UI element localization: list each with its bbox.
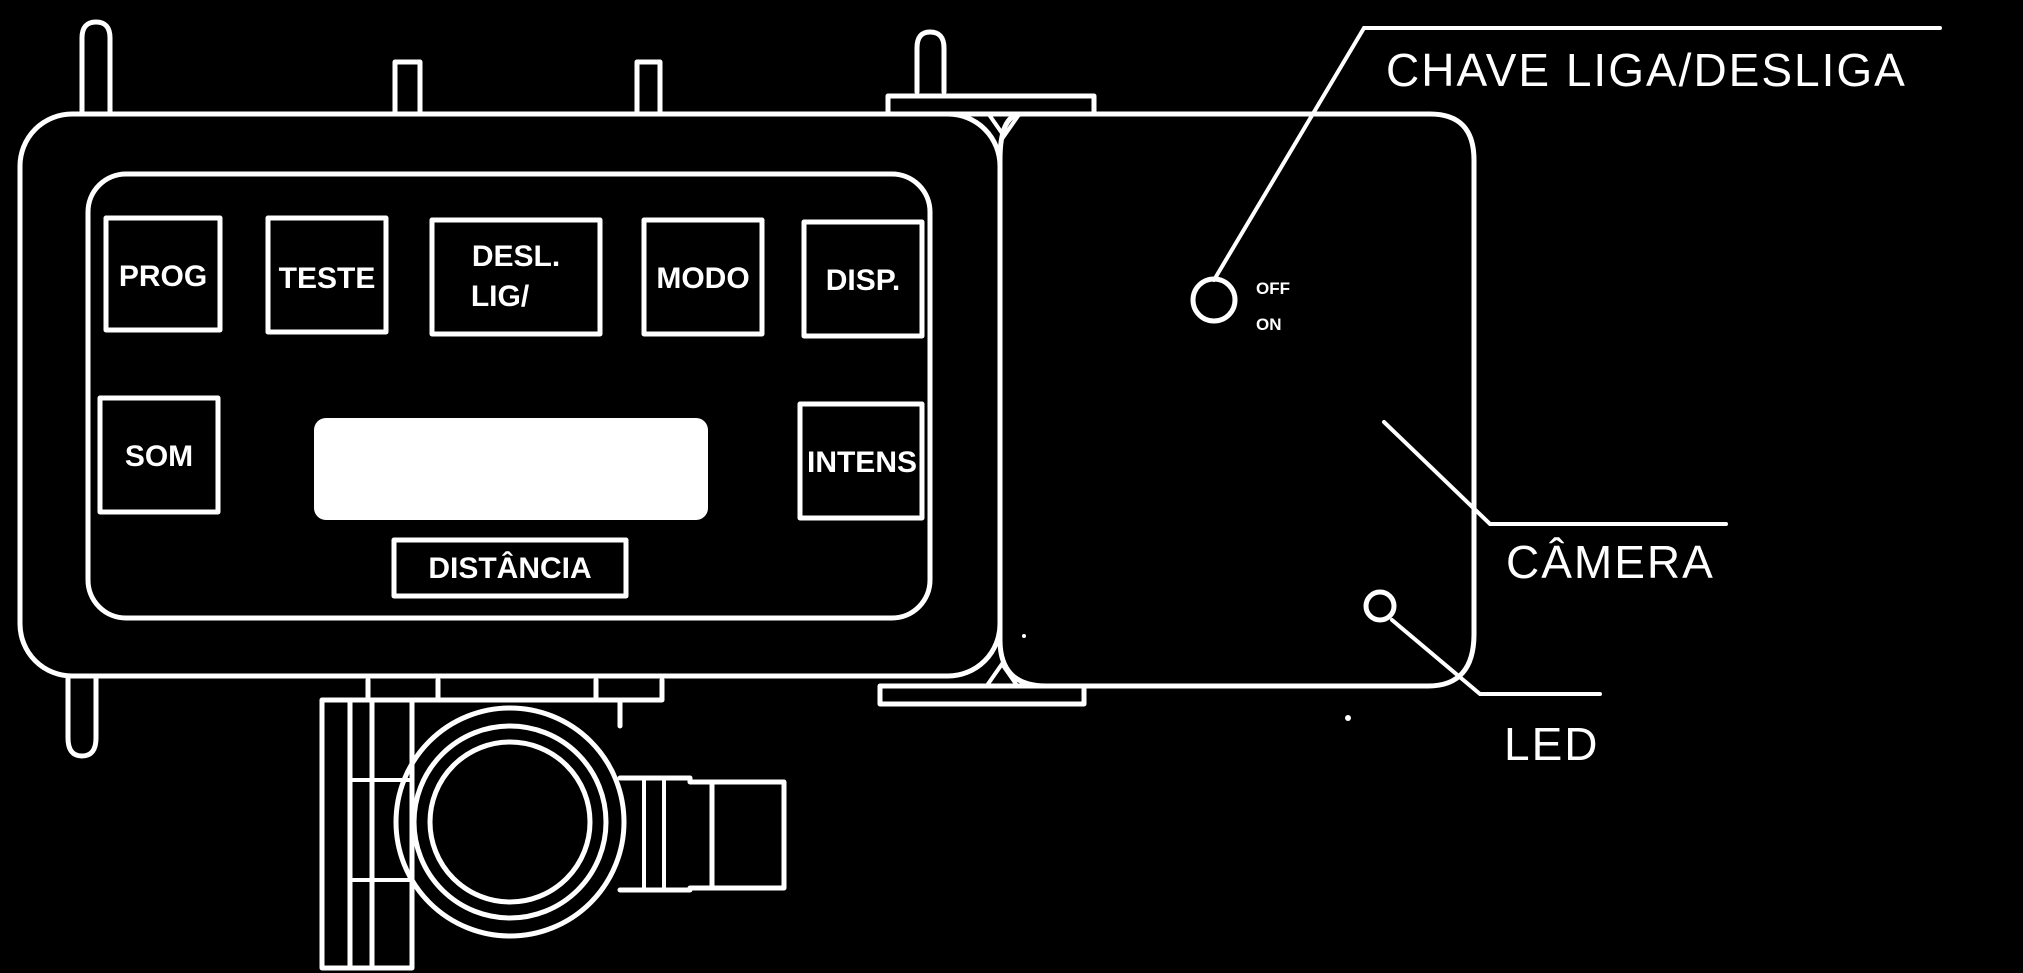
button-disp-label: DISP.: [826, 264, 901, 297]
led-indicator: [1363, 589, 1397, 623]
camera-housing: [997, 111, 1477, 689]
power-switch[interactable]: [1190, 276, 1238, 324]
joint-bottom: [986, 660, 1018, 686]
button-modo[interactable]: MODO: [641, 217, 765, 337]
led-leader-line: [1390, 618, 1602, 696]
bottom-mounting-pins: [65, 675, 99, 759]
button-liga-desliga-label-2: LIG/: [471, 280, 530, 313]
button-disp[interactable]: DISP.: [801, 219, 925, 339]
button-som-label: SOM: [125, 440, 193, 473]
control-panel: [85, 171, 933, 621]
led-label: LED: [1504, 718, 1599, 770]
joint-top: [988, 114, 1020, 140]
button-som[interactable]: SOM: [97, 395, 221, 515]
camera-leader-line: [1382, 420, 1728, 526]
button-prog[interactable]: PROG: [103, 215, 223, 333]
switch-on-label: ON: [1256, 315, 1282, 334]
controller-body: [17, 111, 1003, 679]
button-liga-desliga-label-1: DESL.: [472, 240, 560, 273]
top-mounting-pins: [79, 19, 947, 115]
button-distancia[interactable]: DISTÂNCIA: [391, 537, 629, 599]
speck: [1022, 634, 1026, 638]
camera-brackets: [877, 93, 1097, 707]
switch-off-label: OFF: [1256, 279, 1290, 298]
button-teste-label: TESTE: [279, 262, 376, 295]
button-modo-label: MODO: [656, 262, 749, 295]
chave-liga-desliga-label: CHAVE LIGA/DESLIGA: [1386, 44, 1907, 96]
button-intens[interactable]: INTENS: [797, 401, 925, 521]
speck: [1345, 715, 1351, 721]
lens-mount-assembly: [319, 677, 787, 971]
button-prog-label: PROG: [119, 260, 207, 293]
button-teste[interactable]: TESTE: [265, 215, 389, 335]
display-window: [314, 418, 708, 520]
button-distancia-label: DISTÂNCIA: [428, 551, 591, 585]
button-intens-label: INTENS: [807, 446, 917, 479]
chave-leader-line: [1212, 26, 1942, 282]
camera-label: CÂMERA: [1506, 536, 1715, 588]
button-liga-desliga[interactable]: DESL. LIG/: [429, 217, 603, 337]
